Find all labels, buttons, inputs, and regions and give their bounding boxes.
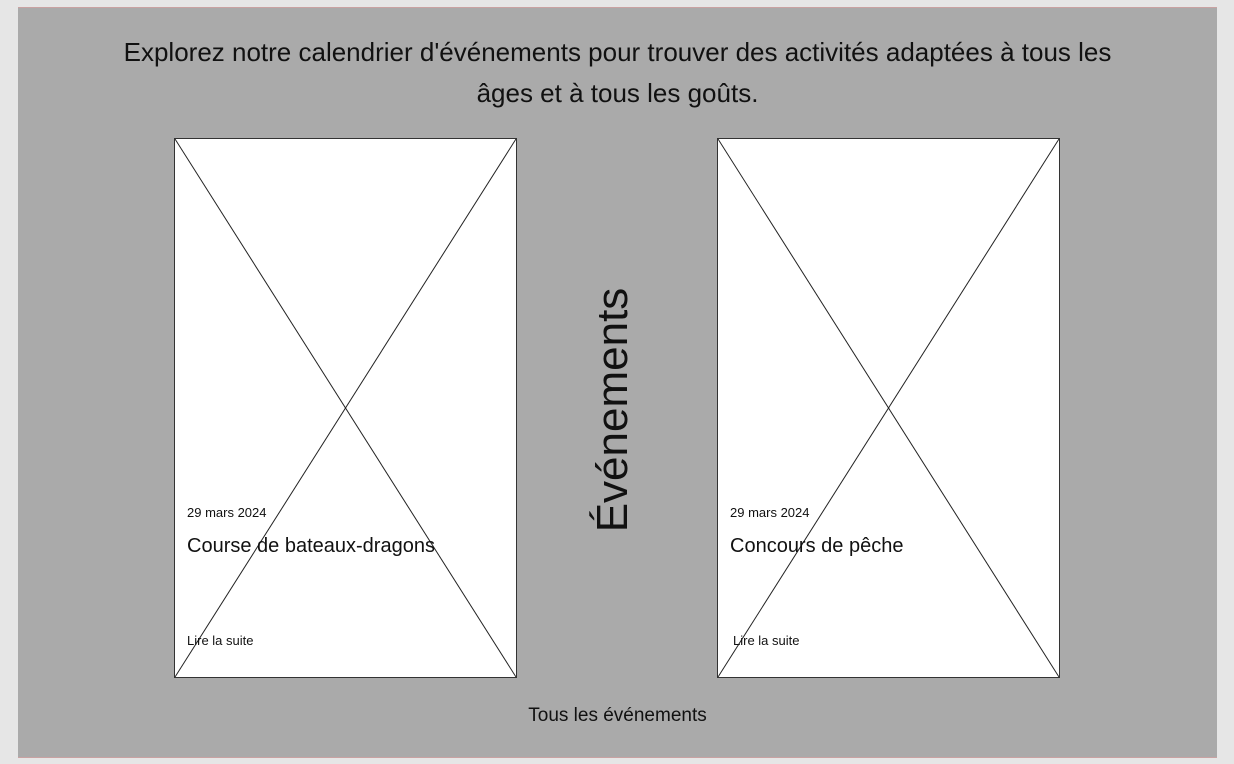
intro-text: Explorez notre calendrier d'événements p… bbox=[18, 32, 1217, 114]
image-placeholder-icon bbox=[175, 139, 516, 677]
all-events-link[interactable]: Tous les événements bbox=[528, 705, 707, 726]
event-title[interactable]: Course de bateaux-dragons bbox=[187, 535, 435, 557]
image-placeholder-icon bbox=[718, 139, 1059, 677]
read-more-link[interactable]: Lire la suite bbox=[733, 633, 800, 648]
event-date: 29 mars 2024 bbox=[187, 505, 267, 520]
event-title[interactable]: Concours de pêche bbox=[730, 535, 904, 557]
read-more-link[interactable]: Lire la suite bbox=[187, 633, 254, 648]
event-card[interactable]: 29 mars 2024 Course de bateaux-dragons L… bbox=[174, 138, 517, 678]
section-title: Événements bbox=[588, 287, 637, 533]
intro-line-2: âges et à tous les goûts. bbox=[476, 78, 759, 108]
event-card[interactable]: 29 mars 2024 Concours de pêche Lire la s… bbox=[717, 138, 1060, 678]
intro-line-1: Explorez notre calendrier d'événements p… bbox=[123, 37, 1112, 67]
event-date: 29 mars 2024 bbox=[730, 505, 810, 520]
